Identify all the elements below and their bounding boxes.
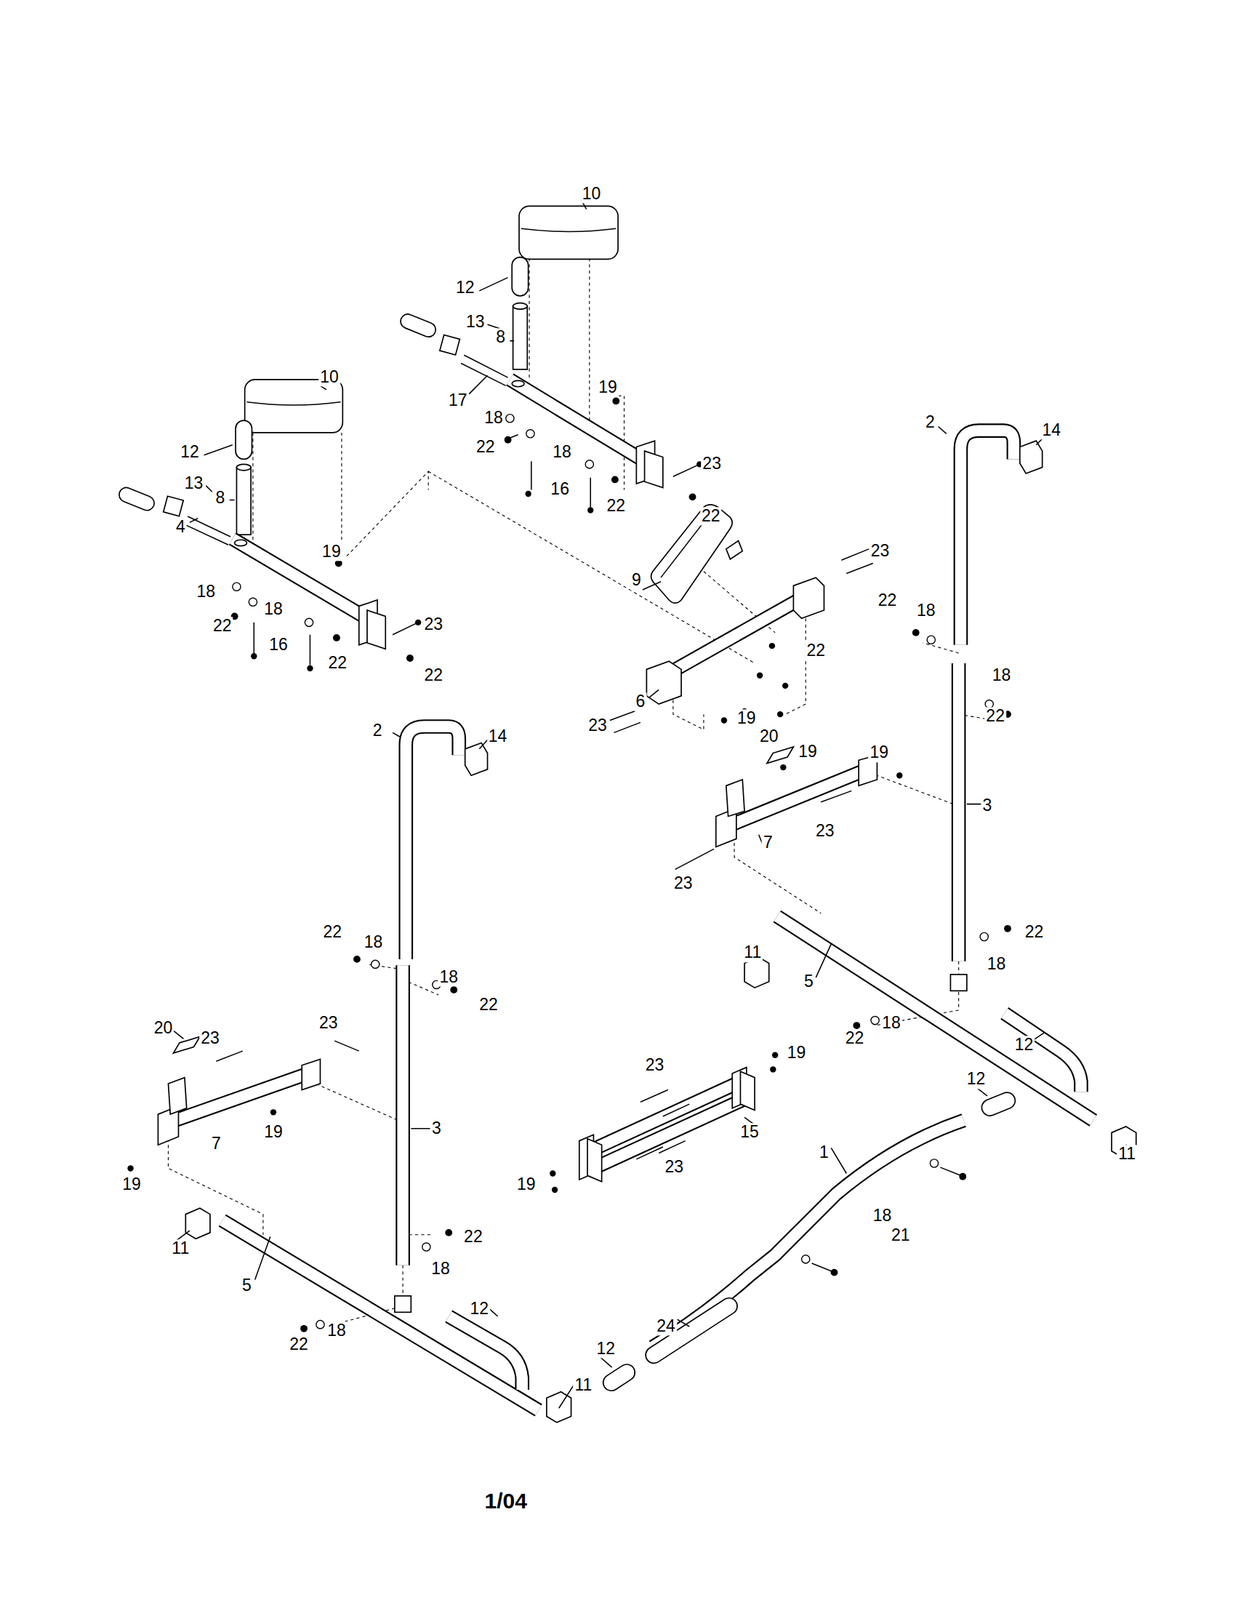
callout-number: 17 [447, 391, 469, 411]
callout-number: 19 [262, 1123, 285, 1142]
callout-number: 18 [985, 954, 1008, 973]
callout-number: 15 [738, 1123, 761, 1142]
callout-number: 19 [596, 378, 619, 397]
callout-number: 24 [655, 1316, 677, 1335]
callout-number: 19 [120, 1174, 143, 1194]
callout-number: 19 [515, 1174, 538, 1194]
callout-number: 1 [817, 1143, 831, 1162]
callout-number: 22 [804, 641, 827, 660]
callout-number: 22 [327, 653, 349, 672]
callout-number: 23 [700, 455, 723, 474]
callout-number: 3 [430, 1118, 443, 1138]
callout-number: 18 [880, 1014, 903, 1033]
callout-number: 19 [735, 708, 758, 728]
callout-number: 3 [981, 796, 994, 815]
callout-number: 22 [322, 923, 344, 942]
callout-number: 14 [1041, 420, 1063, 440]
callout-number: 10 [318, 367, 341, 387]
callout-number: 7 [761, 833, 775, 852]
callout-number: 22 [984, 706, 1007, 725]
callout-number: 5 [240, 1275, 253, 1295]
callout-number: 22 [211, 617, 234, 636]
callout-number: 18 [482, 409, 505, 428]
callout-number: 18 [915, 601, 938, 621]
callout-number: 22 [876, 591, 899, 610]
callout-number: 13 [464, 313, 487, 332]
callout-number: 23 [814, 822, 837, 841]
callout-number: 22 [474, 437, 497, 456]
callout-number: 18 [551, 442, 573, 461]
callout-number: 18 [437, 967, 460, 986]
callout-number: 22 [700, 506, 722, 525]
callout-number: 4 [174, 518, 187, 537]
callout-number: 12 [1013, 1035, 1036, 1054]
callout-number: 11 [1116, 1144, 1138, 1163]
callout-number: 18 [362, 933, 385, 952]
callout-number: 18 [195, 582, 218, 601]
callout-number: 2 [371, 721, 384, 740]
callout-number: 9 [630, 571, 643, 590]
callout-number: 16 [548, 480, 571, 499]
callout-number: 11 [742, 943, 763, 962]
callout-number: 2 [924, 412, 937, 432]
callout-number: 18 [325, 1320, 348, 1340]
callout-number: 21 [889, 1225, 912, 1244]
callout-number: 8 [214, 488, 227, 507]
callout-number: 11 [572, 1376, 594, 1395]
callout-number: 12 [594, 1339, 617, 1358]
callout-number: 13 [183, 474, 206, 493]
callout-number: 23 [586, 716, 609, 735]
callout-number: 19 [785, 1043, 808, 1062]
callout-number: 18 [262, 599, 285, 618]
callout-number: 22 [844, 1029, 866, 1048]
date-code: 1/04 [483, 1487, 529, 1512]
callout-number: 11 [170, 1239, 191, 1258]
callout-number: 12 [965, 1070, 988, 1089]
callout-number: 19 [868, 743, 890, 762]
callout-number: 19 [796, 742, 819, 761]
callout-number: 18 [871, 1206, 894, 1226]
callout-number: 23 [317, 1014, 340, 1033]
callout-number: 22 [422, 665, 445, 685]
callout-number: 22 [287, 1335, 310, 1354]
callout-number: 7 [210, 1134, 223, 1153]
callout-number: 12 [468, 1299, 491, 1318]
callout-number: 22 [605, 496, 628, 515]
callout-number: 12 [454, 278, 477, 297]
callout-number: 20 [152, 1019, 175, 1038]
callout-number: 22 [462, 1227, 485, 1246]
callout-number: 23 [644, 1055, 666, 1074]
callout-number: 22 [1023, 923, 1046, 942]
callout-number: 16 [267, 635, 290, 654]
callout-number: 12 [178, 442, 201, 461]
callout-number: 20 [758, 727, 781, 746]
callout-number: 14 [487, 727, 509, 746]
callout-number: 5 [802, 972, 815, 991]
callout-number: 18 [990, 665, 1013, 685]
callout-number: 18 [429, 1259, 452, 1279]
callout-number: 23 [422, 615, 445, 634]
callout-number: 23 [663, 1157, 685, 1176]
callout-number: 8 [494, 328, 507, 347]
callout-number: 10 [580, 184, 603, 203]
callout-number: 19 [320, 542, 343, 561]
callout-number: 23 [869, 541, 892, 560]
callout-number: 22 [477, 995, 500, 1014]
callout-number: 23 [199, 1029, 222, 1048]
callout-number: 23 [672, 873, 695, 893]
callout-number: 6 [634, 692, 648, 712]
